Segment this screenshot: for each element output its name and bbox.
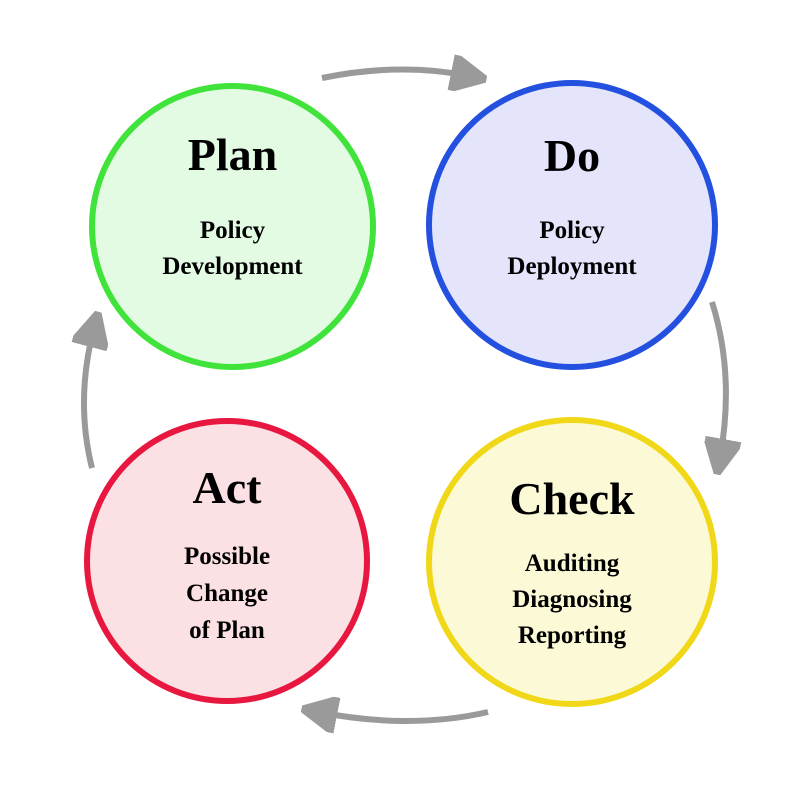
check-description-line-3: Reporting (517, 622, 627, 649)
do-circle: Do Policy Deployment (426, 80, 718, 370)
do-description-line-2: Deployment (507, 253, 637, 280)
arrow-check-to-act (318, 712, 489, 721)
check-title: Check (509, 473, 635, 524)
do-description-line-1: Policy (539, 217, 605, 244)
check-description-line-2: Diagnosing (512, 586, 632, 613)
do-title: Do (543, 130, 601, 181)
plan-title: Plan (187, 129, 278, 180)
plan-circle: Plan Policy Development (89, 83, 376, 370)
check-description-line-1: Auditing (524, 550, 620, 577)
act-description-line-2: Change (186, 580, 268, 607)
arrow-plan-to-do (321, 69, 470, 78)
plan-description-line-1: Policy (199, 217, 266, 244)
plan-description-line-2: Development (162, 253, 303, 280)
act-description-line-1: Possible (183, 543, 271, 570)
check-circle: Check Auditing Diagnosing Reporting (426, 417, 718, 707)
act-circle: Act Possible Change of Plan (84, 418, 370, 704)
act-title: Act (192, 462, 262, 513)
arrow-act-to-plan (84, 328, 94, 469)
arrow-do-to-check (712, 301, 726, 458)
act-description-line-3: of Plan (189, 617, 265, 644)
